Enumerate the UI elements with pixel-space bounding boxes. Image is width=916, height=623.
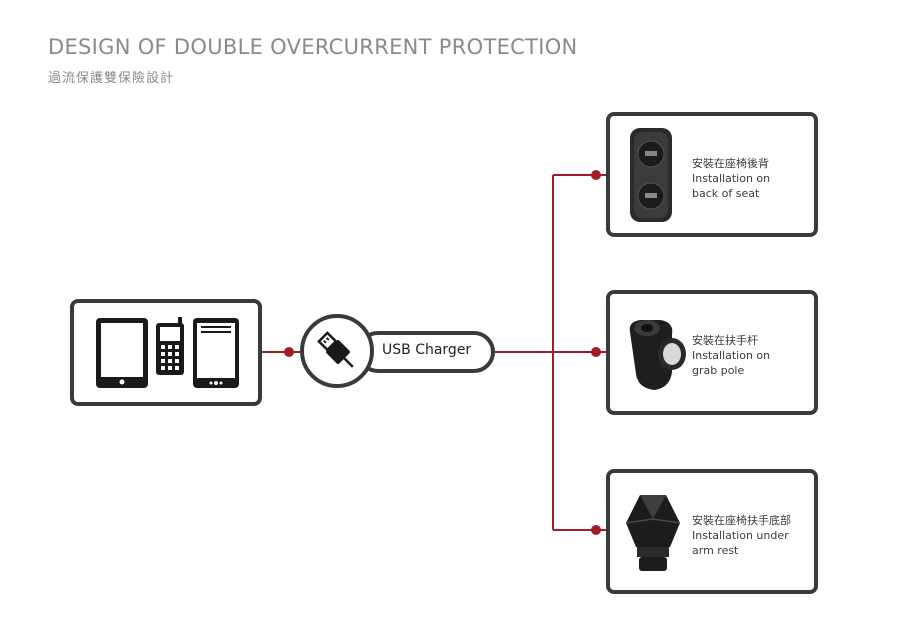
usb-charger-label: USB Charger xyxy=(382,342,472,358)
install-arm-rest-en-1: Installation under xyxy=(692,529,789,542)
smartphone-icon xyxy=(193,318,239,388)
install-seat-back-box: 安裝在座椅後背 Installation on back of seat xyxy=(606,112,818,237)
install-seat-back-text: 安裝在座椅後背 Installation on back of seat xyxy=(692,156,770,201)
install-grab-pole-en-2: grab pole xyxy=(692,364,745,377)
install-arm-rest-zh: 安裝在座椅扶手底部 xyxy=(692,514,791,527)
install-seat-back-en-2: back of seat xyxy=(692,187,760,200)
connector-dot-arm-rest xyxy=(591,525,601,535)
connector-dot-grab-pole xyxy=(591,347,601,357)
connector-dot-seat-back xyxy=(591,170,601,180)
install-grab-pole-text: 安裝在扶手杆 Installation on grab pole xyxy=(692,333,770,378)
install-grab-pole-box: 安裝在扶手杆 Installation on grab pole xyxy=(606,290,818,415)
install-arm-rest-box: 安裝在座椅扶手底部 Installation under arm rest xyxy=(606,469,818,594)
install-arm-rest-text: 安裝在座椅扶手底部 Installation under arm rest xyxy=(692,513,791,558)
connector-dot-devices xyxy=(284,347,294,357)
install-seat-back-en-1: Installation on xyxy=(692,172,771,185)
page-title: DESIGN OF DOUBLE OVERCURRENT PROTECTION xyxy=(48,35,578,59)
page-subtitle: 過流保護雙保險設計 xyxy=(48,71,175,86)
grab-pole-charger-icon xyxy=(629,320,686,390)
tablet-icon xyxy=(96,318,148,388)
usb-icon-circle xyxy=(300,314,374,388)
devices-box xyxy=(70,299,262,406)
usb-plug-icon xyxy=(317,331,354,368)
armrest-charger-icon xyxy=(625,495,681,571)
install-grab-pole-zh: 安裝在扶手杆 xyxy=(692,334,758,347)
install-grab-pole-en-1: Installation on xyxy=(692,349,771,362)
install-arm-rest-en-2: arm rest xyxy=(692,544,739,557)
install-seat-back-zh: 安裝在座椅後背 xyxy=(692,157,769,170)
feature-phone-icon xyxy=(156,317,184,375)
seat-back-socket-icon xyxy=(630,128,672,222)
